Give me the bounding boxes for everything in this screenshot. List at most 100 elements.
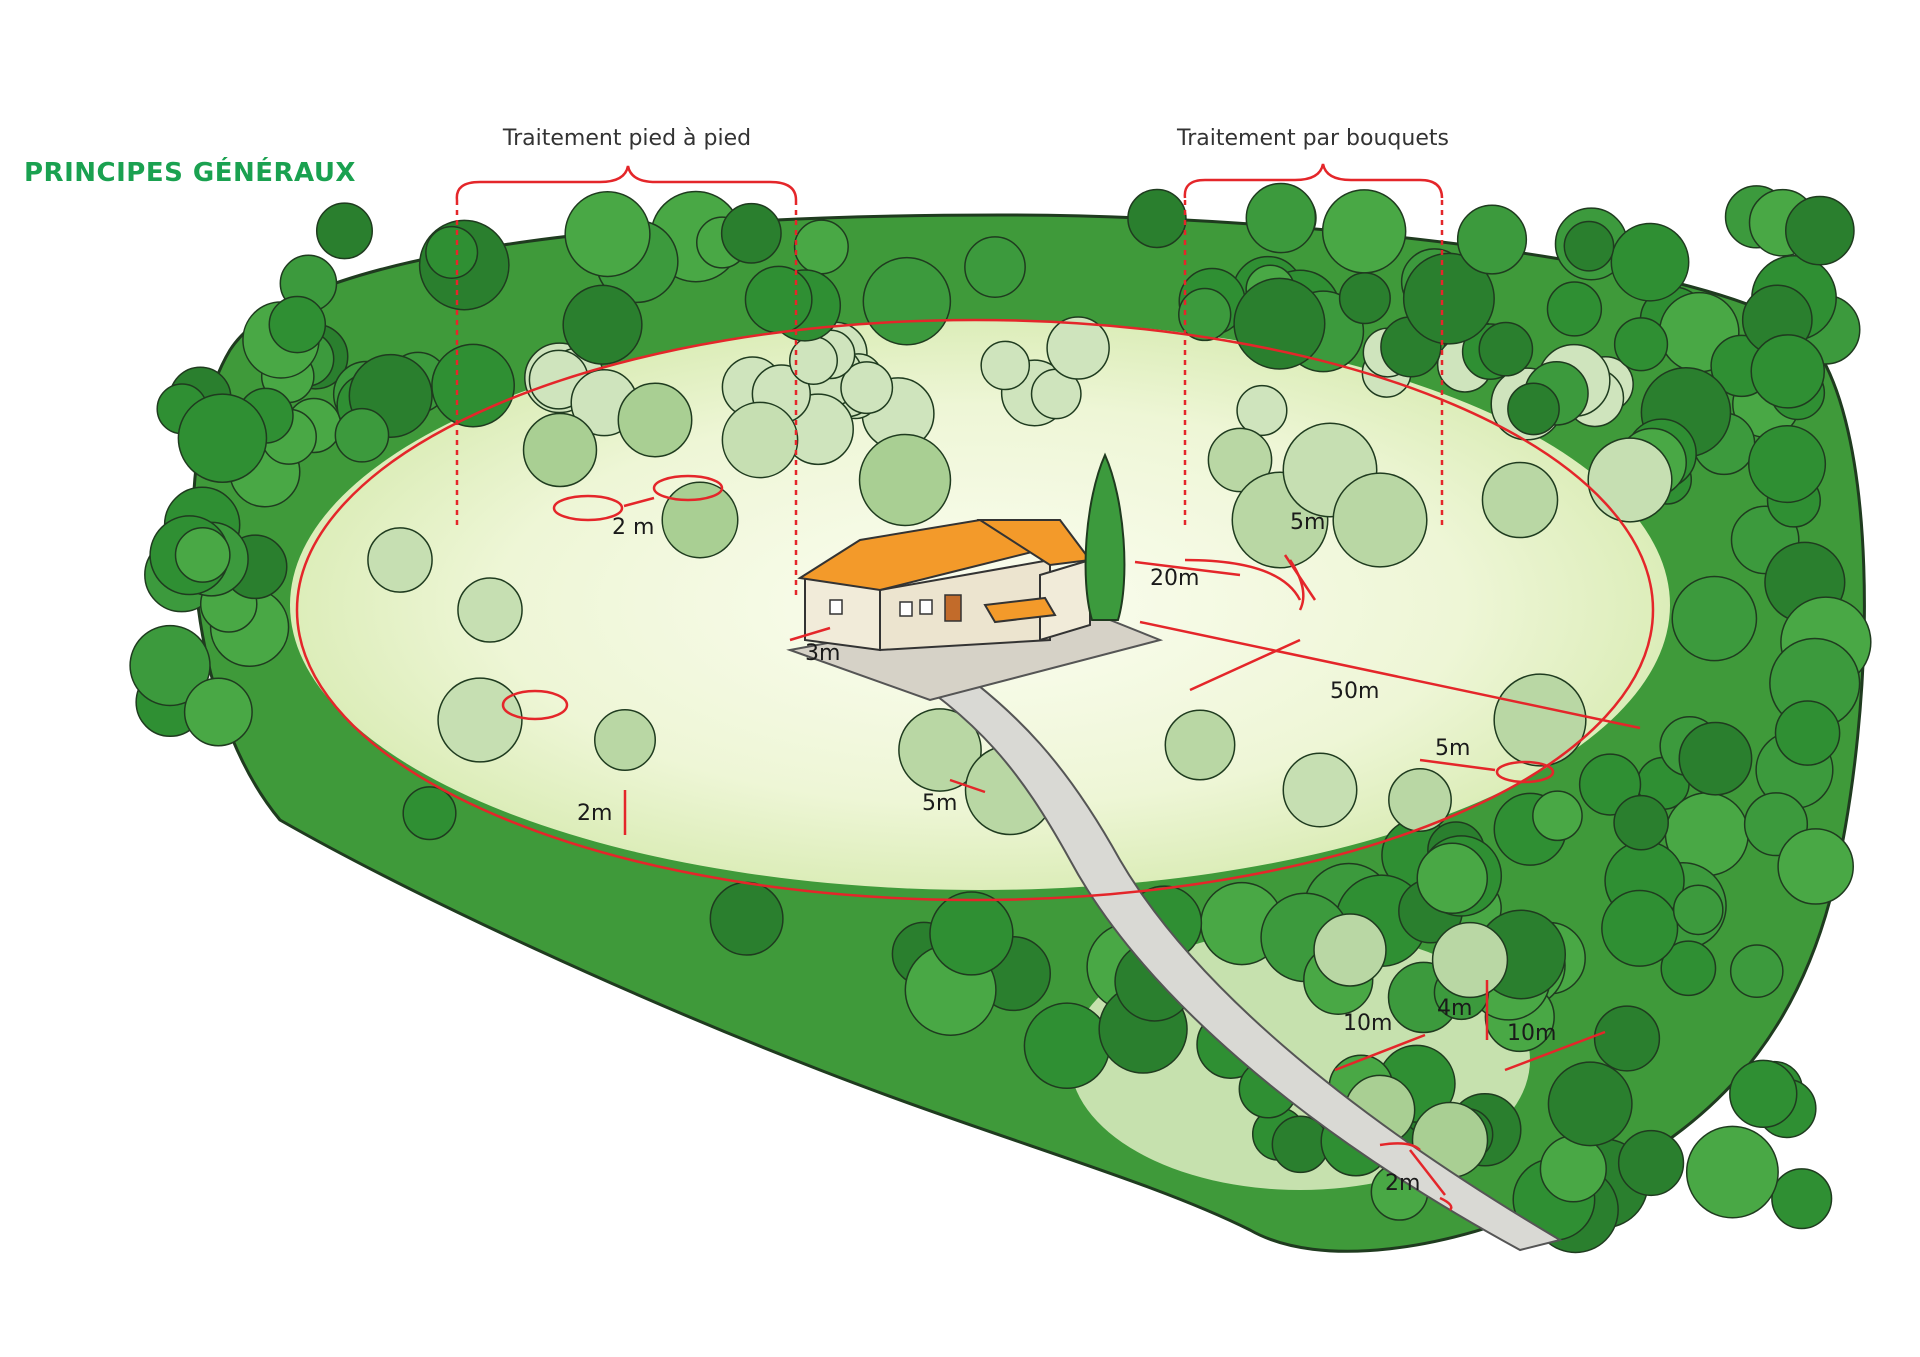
measure-10m-right (1504, 1030, 1606, 1072)
background-tree (1046, 316, 1110, 380)
measure-2m-top (623, 496, 655, 508)
measure-5m-shrubs (949, 778, 986, 794)
brace-left (455, 165, 798, 201)
forest-tree (964, 236, 1026, 298)
forest-tree (1178, 287, 1232, 342)
forest-tree (1546, 281, 1603, 337)
forest-tree (1613, 794, 1669, 851)
forest-tree (709, 881, 784, 956)
forest-tree (564, 190, 651, 278)
page-title: PRINCIPES GÉNÉRAUX (24, 158, 356, 188)
clearing-tree (1164, 709, 1236, 781)
forest-tree (183, 677, 253, 747)
house-window (899, 601, 913, 617)
measure-2m-road (1409, 1149, 1446, 1196)
clearing-tree (858, 433, 952, 527)
forest-tree (562, 284, 643, 365)
tree-spacing-arc (1439, 1196, 1453, 1211)
label-20m: 20m (1150, 566, 1199, 591)
forest-tree (1771, 1168, 1833, 1230)
measure-5m-right (1419, 758, 1496, 772)
forest-tree (720, 202, 782, 264)
label-5m-shrubs: 5m (922, 791, 957, 816)
tree-spacing-circle (1495, 760, 1555, 784)
measure-10m-left (1334, 1033, 1426, 1072)
label-5m-bouquets: 5m (1290, 510, 1325, 535)
forest-tree (744, 265, 813, 334)
forest-tree (402, 786, 457, 841)
forest-tree (1777, 828, 1854, 905)
forest-tree (1338, 272, 1391, 325)
forest-tree (1750, 334, 1826, 409)
label-50m: 50m (1330, 679, 1379, 704)
forest-tree (1729, 944, 1784, 999)
forest-tree (1402, 252, 1495, 345)
roof-porch (983, 596, 1057, 624)
forest-tree (268, 295, 327, 354)
label-2m-road-trees: 2m (1385, 1171, 1420, 1196)
label-traitement-pied-a-pied: Traitement pied à pied (502, 126, 752, 151)
clearing-tree (457, 577, 523, 643)
forest-tree (129, 624, 211, 707)
distance-labels: 2 m 5m 20m 3m 50m 2m 5m 5m 10m 4m 10m 2m (577, 510, 1556, 1196)
bouquet-circle-arc (1184, 558, 1302, 601)
forest-tree (1601, 889, 1679, 967)
clearing-tree (593, 708, 657, 772)
house-window (919, 599, 933, 615)
forest-tree (1321, 189, 1407, 274)
label-3m-house: 3m (805, 641, 840, 666)
clearing-trees (367, 382, 1673, 1179)
cypress-tree (1084, 452, 1126, 621)
measure-20m (1134, 560, 1241, 577)
measure-50m (1139, 620, 1641, 730)
forest-tree (793, 219, 849, 275)
forest-tree (1613, 317, 1669, 372)
measure-5m-bouquets (1283, 554, 1317, 601)
forest-tree (1416, 842, 1488, 915)
forest-tree (1593, 1005, 1661, 1072)
forest-tree (862, 256, 952, 346)
label-4m-road: 4m (1437, 996, 1472, 1021)
clearing-tree (898, 708, 982, 792)
forest-tree (1127, 188, 1187, 249)
forest-tree (315, 202, 373, 260)
forest-tree (1784, 195, 1855, 266)
house-window (829, 599, 843, 615)
clearing-tree (1207, 427, 1273, 493)
background-tree (840, 361, 894, 415)
clearing-tree (1282, 752, 1358, 828)
forest-tree (1610, 222, 1690, 302)
background-tree (980, 340, 1031, 391)
forest-tree (425, 225, 479, 279)
label-2m-height: 2m (577, 801, 612, 826)
forest-tree (929, 891, 1014, 976)
house-wall-wing (1039, 558, 1091, 642)
clearing-tree (1388, 768, 1452, 832)
measurement-overlay (295, 163, 1655, 1211)
forest-tree (1660, 940, 1717, 997)
forest-tree (1023, 1002, 1111, 1090)
forest-tree (1617, 1129, 1685, 1197)
forest-tree (1233, 277, 1326, 370)
clearing-tree (1431, 921, 1509, 999)
clearing-tree (1332, 472, 1428, 568)
forest-tree (174, 527, 231, 583)
forest-tree (1532, 790, 1583, 842)
forest-tree (1563, 220, 1615, 272)
forest-tree (1672, 884, 1724, 936)
label-2m-trees: 2 m (612, 515, 654, 540)
label-10m-right: 10m (1507, 1021, 1556, 1046)
clearing-tree (1493, 673, 1587, 767)
clearing-tree (661, 481, 739, 559)
label-traitement-par-bouquets: Traitement par bouquets (1177, 126, 1449, 151)
tree-spacing-circle (552, 494, 624, 522)
label-10m-left: 10m (1343, 1011, 1392, 1036)
forest-tree (1685, 1125, 1779, 1219)
house-door (944, 594, 962, 622)
forest-tree (1678, 721, 1753, 796)
tree-spacing-circle (652, 474, 724, 502)
tree-spacing-arc (1379, 1142, 1421, 1151)
background-tree (1030, 368, 1082, 420)
treatment-perimeter-ellipse (295, 318, 1655, 902)
